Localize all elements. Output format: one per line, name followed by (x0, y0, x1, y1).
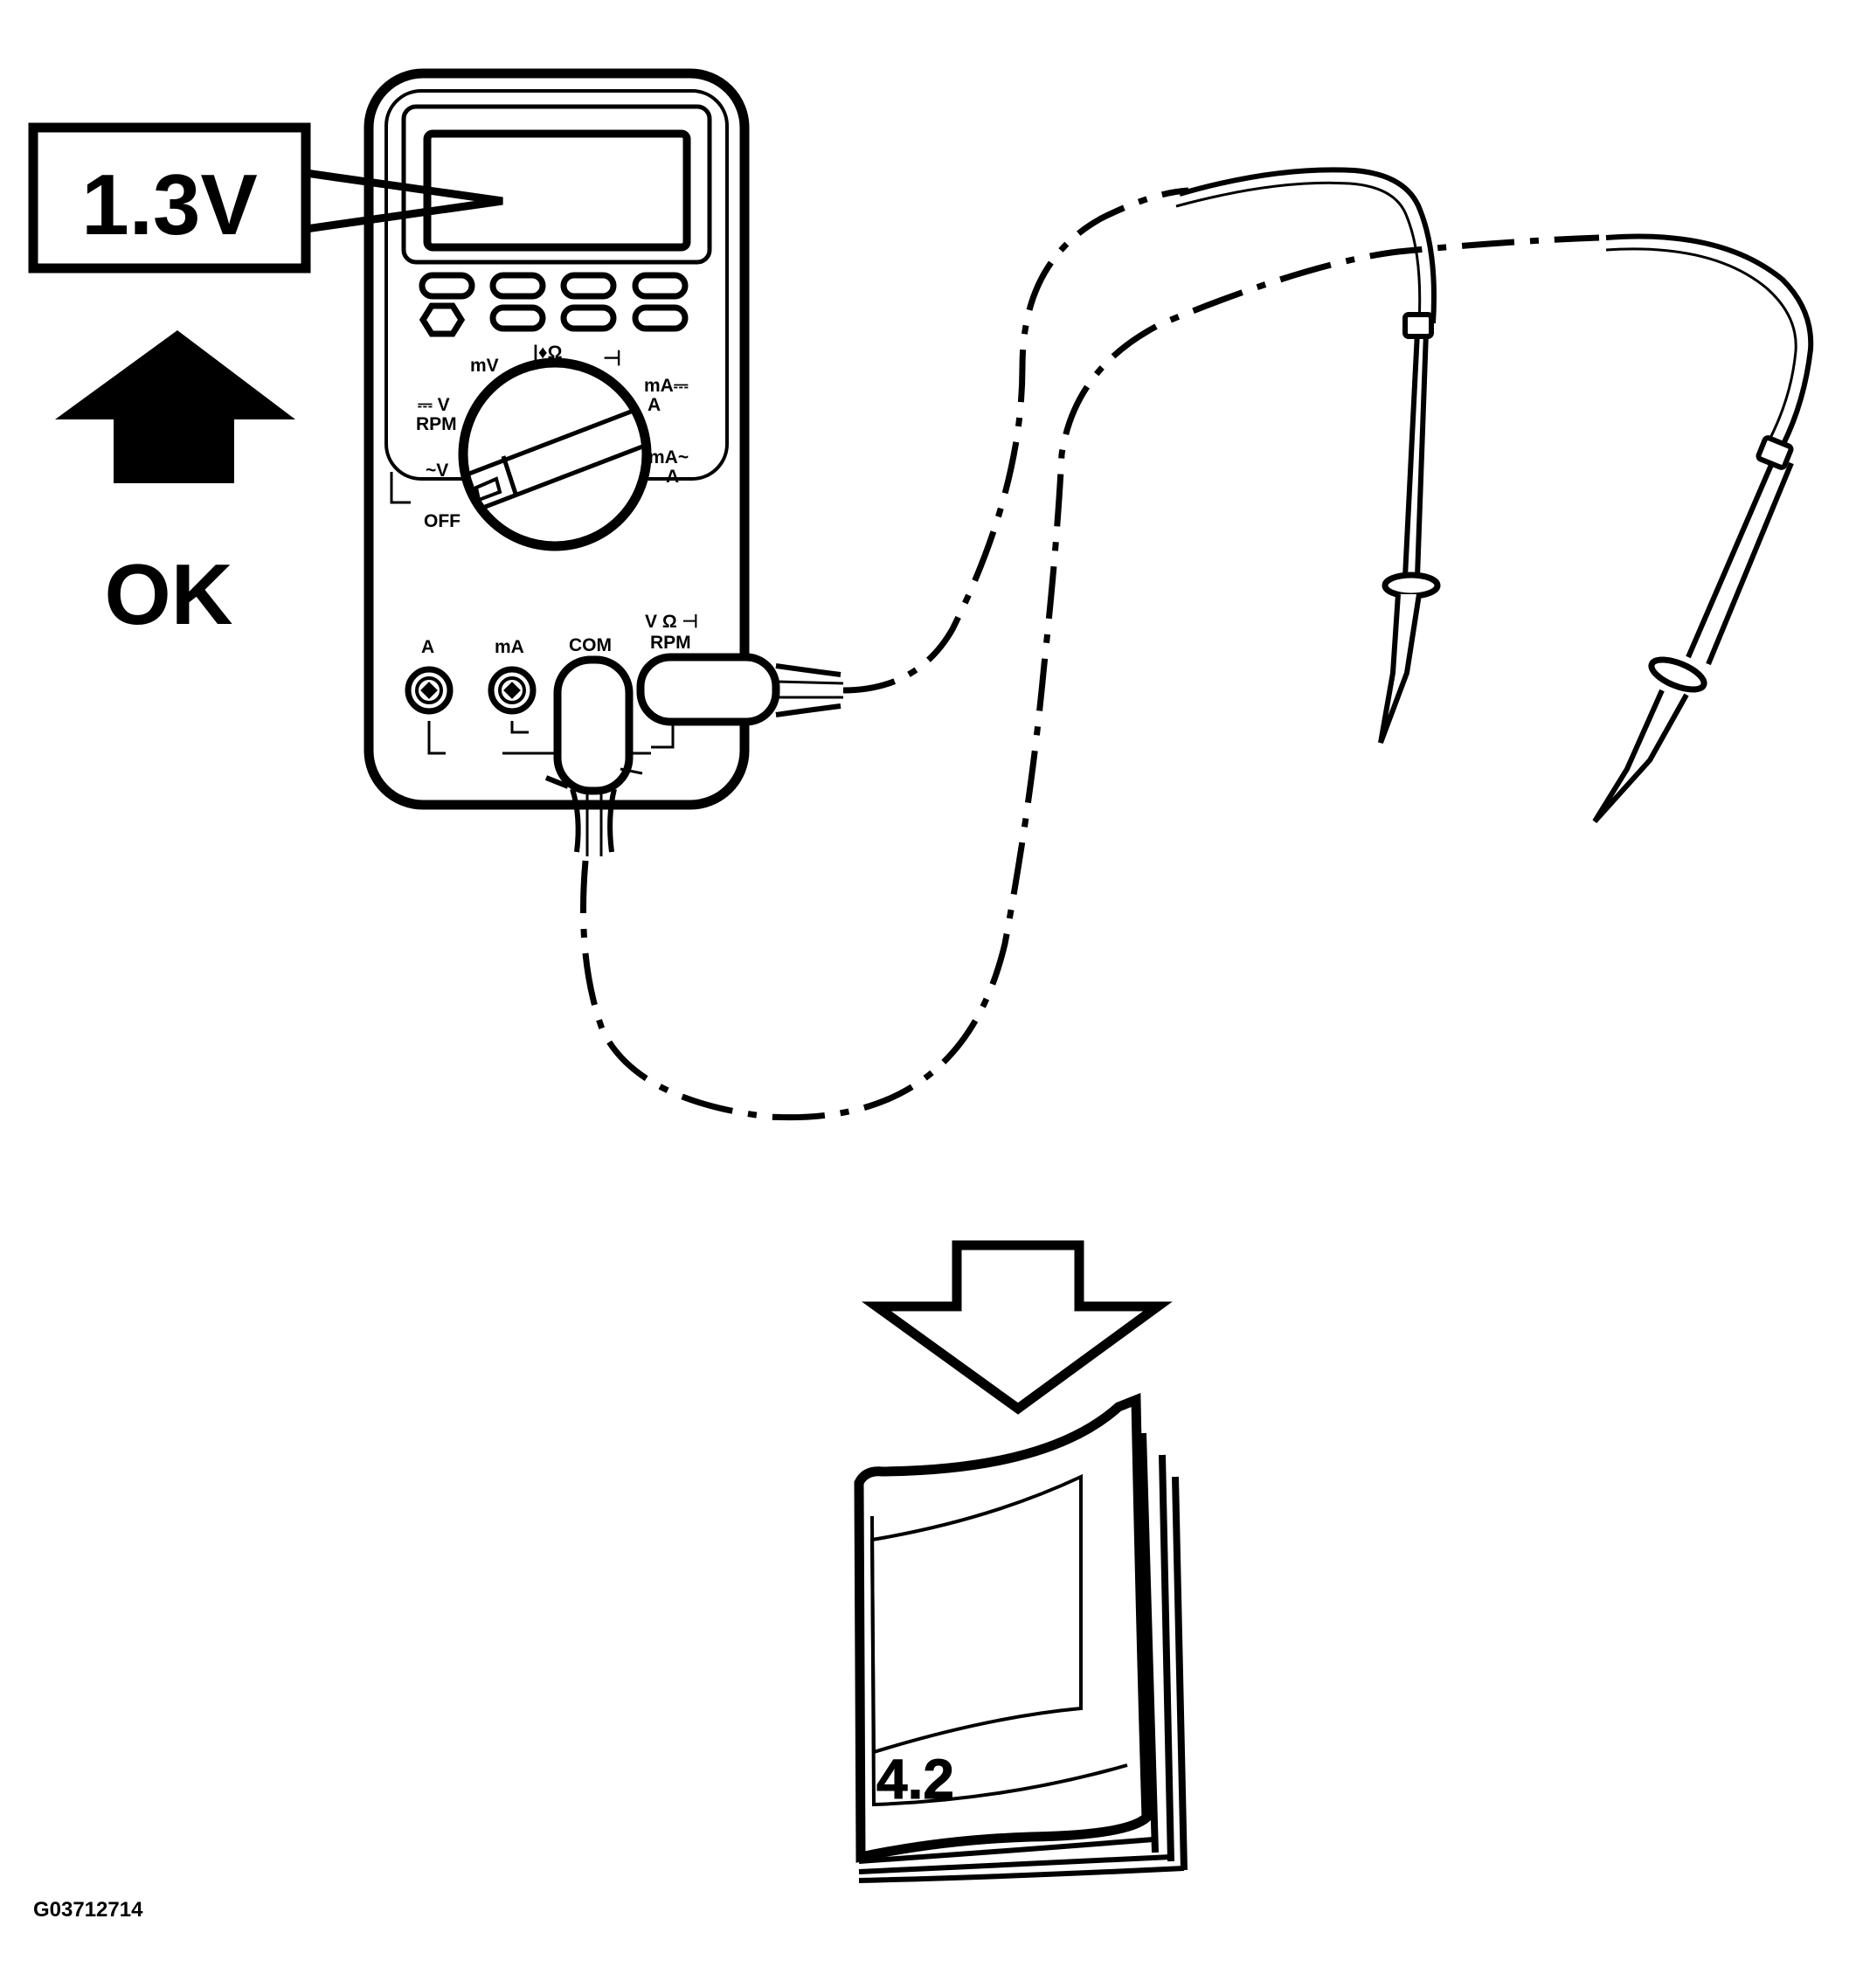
meter-button[interactable] (560, 304, 617, 332)
jack-label-rpm: RPM (650, 633, 691, 653)
dial-label-rpm: RPM (416, 414, 457, 434)
jack-label-vohm: V Ω ⊣ (645, 612, 698, 632)
status-label: OK (105, 546, 233, 642)
dial-pointer (474, 476, 502, 502)
jack-label-ma: mA (495, 637, 524, 657)
dial-label-off: OFF (424, 511, 461, 531)
meter-button[interactable] (419, 272, 475, 300)
jack-label-a: A (421, 637, 434, 657)
manual-section-label: 4.2 (876, 1748, 954, 1811)
dial-label-dcv: ⎓ V (418, 395, 450, 415)
test-lead-com (580, 233, 1814, 1121)
meter-button[interactable] (560, 272, 617, 300)
booklet-back-pages (1139, 1432, 1188, 1871)
dial-label-ohm: |♦Ω (533, 343, 562, 363)
dial-label-acv: ~V (426, 461, 448, 481)
ok-indicator: OK (55, 330, 295, 642)
dial-labels: mV |♦Ω ⊣ ⎓ V RPM ~V OFF mA⎓ A mA~ A (416, 343, 689, 531)
com-plug[interactable] (544, 655, 643, 856)
jack-ma[interactable] (488, 666, 537, 715)
figure-id: G03712714 (33, 1898, 143, 1922)
dial-label-acma: mA~ (648, 447, 689, 468)
dial-label-mv: mV (470, 356, 499, 376)
booklet-inner-panel (869, 1473, 1083, 1755)
booklet-cover (854, 1392, 1152, 1863)
down-arrow-icon (861, 1240, 1173, 1415)
dial-panel (390, 472, 411, 504)
probe-v (1402, 331, 1429, 578)
up-arrow-icon (55, 330, 295, 483)
meter-button[interactable] (632, 272, 689, 300)
meter-reading: 1.3V (81, 156, 258, 253)
meter-button[interactable] (632, 304, 689, 332)
dial-label-aca: A (666, 467, 679, 487)
meter-button[interactable] (489, 304, 546, 332)
lead-wire-com (580, 234, 1600, 1121)
dial-label-dcma: mA⎓ (644, 376, 689, 396)
meter-buttons (419, 272, 689, 337)
callout-box (28, 122, 311, 274)
dial-label-dca: A (648, 395, 661, 415)
jack-a[interactable] (405, 666, 454, 715)
multimeter: mV |♦Ω ⊣ ⎓ V RPM ~V OFF mA⎓ A mA~ A (364, 68, 844, 856)
meter-hold-button[interactable] (419, 302, 466, 337)
test-lead-v (842, 167, 1441, 745)
reading-callout: 1.3V (28, 122, 503, 274)
manual-booklet-icon: 4.2 (854, 1392, 1188, 1883)
jack-label-com: COM (569, 635, 612, 655)
lead-wire-v (842, 187, 1189, 694)
v-plug[interactable] (636, 653, 844, 749)
probe-com (1686, 457, 1794, 666)
meter-display (423, 129, 691, 252)
meter-button[interactable] (489, 272, 546, 300)
dial-label-diode: ⊣ (603, 347, 621, 371)
